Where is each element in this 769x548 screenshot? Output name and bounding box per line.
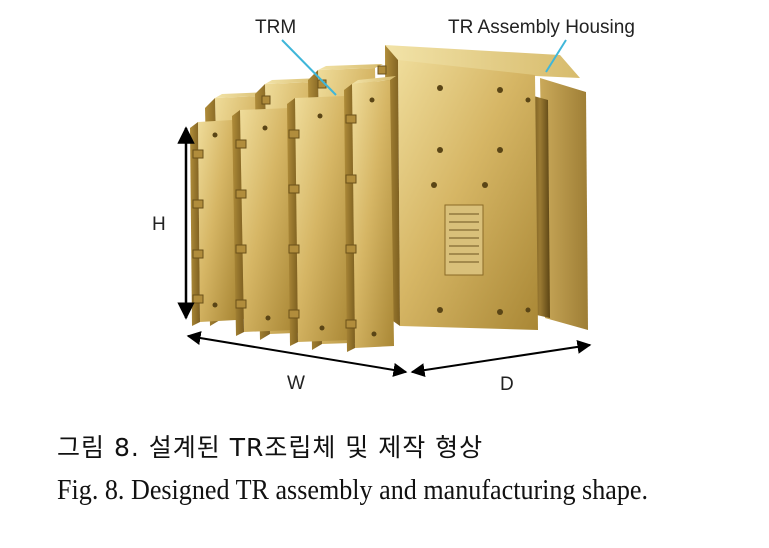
width-arrow	[186, 331, 408, 377]
trm-module	[232, 108, 294, 336]
trm-module-stack	[190, 64, 396, 352]
housing-pointer-line	[545, 39, 567, 73]
tr-assembly-housing	[385, 45, 588, 330]
trm-label: TRM	[255, 17, 296, 38]
figure-caption-english: Fig. 8. Designed TR assembly and manufac…	[57, 474, 649, 506]
depth-arrow	[410, 339, 592, 378]
figure-caption-korean: 그림 8. 설계된 TR조립체 및 제작 형상	[57, 433, 484, 462]
trm-module	[287, 96, 350, 346]
housing-label: TR Assembly Housing	[448, 17, 635, 38]
width-label: W	[287, 373, 305, 394]
tr-assembly-figure: TRM TR Assembly Housing H W D	[152, 17, 635, 395]
trm-module	[344, 76, 396, 352]
depth-label: D	[500, 374, 514, 395]
trm-pointer-line	[281, 39, 337, 96]
height-label: H	[152, 214, 166, 235]
